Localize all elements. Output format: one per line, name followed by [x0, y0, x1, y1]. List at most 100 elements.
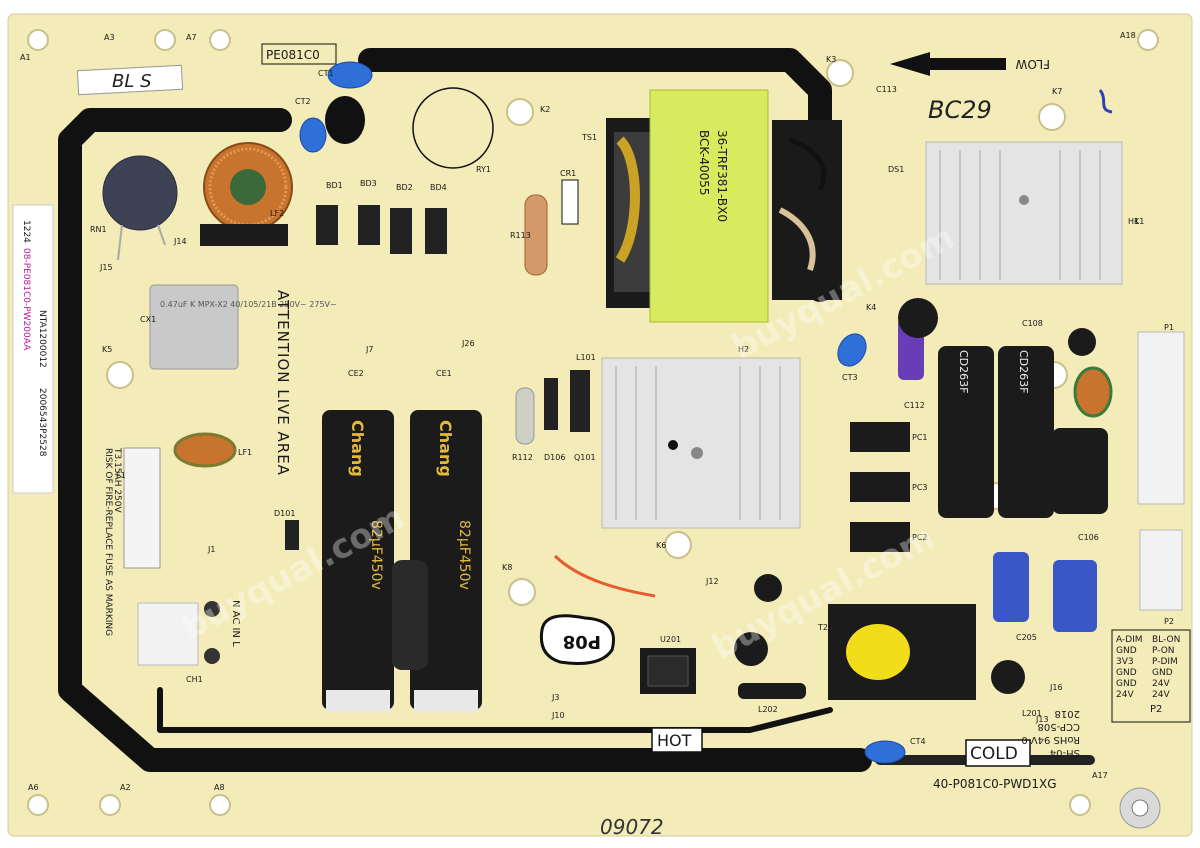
diode-d101 [285, 520, 299, 550]
ref-k2: K2 [540, 105, 550, 114]
bridge-diodes [316, 205, 447, 254]
ref-cx1: CX1 [140, 315, 156, 324]
handwritten-label-box [76, 64, 184, 96]
inductor-lf1 [173, 432, 237, 468]
ref-d101: D101 [274, 509, 295, 518]
red-marker-stroke [553, 554, 656, 598]
model-code-box [261, 43, 337, 65]
ref-p1: P1 [1164, 323, 1174, 332]
ref-h1: H1 [1128, 217, 1139, 226]
ref-a3: A3 [104, 33, 115, 42]
black-blob [325, 96, 365, 144]
ref-j15: J15 [99, 263, 113, 272]
pin-table-cell: GND [1116, 679, 1137, 689]
ref-ts1: TS1 [581, 133, 597, 142]
resistor-r113 [524, 194, 548, 276]
ref-c113: C113 [876, 85, 897, 94]
ref-lf2: LF2 [270, 209, 284, 218]
attention-warning: ATTENTION LIVE AREA [274, 290, 292, 476]
x-capacitor-label: 0.47uF K MPX-X2 40/105/21B 250V~ 275V~ [160, 300, 337, 309]
ref-k3: K3 [826, 55, 836, 64]
ref-a18: A18 [1120, 31, 1136, 40]
ref-ct2: CT2 [295, 97, 311, 106]
sticker-line-3: NTA1200012 [37, 310, 47, 368]
ref-k4: K4 [866, 303, 876, 312]
bulk-capacitor-ce2 [322, 410, 394, 712]
ref-h2: H2 [738, 345, 749, 354]
ref-j12: J12 [705, 577, 719, 586]
reference-designators: CT1 CT2 RN1 LF2 J14 J15 CX1 LF1 F1 J1 CH… [20, 31, 1174, 792]
ref-j3: J3 [551, 693, 559, 702]
heatsink-h2 [601, 357, 801, 529]
ref-bd1: BD1 [326, 181, 343, 190]
heatsink-h1 [925, 141, 1123, 285]
pin-table-cell: GND [1116, 668, 1137, 678]
pin-table-cell: 24V [1116, 690, 1134, 700]
pin-table-cell: BL-ON [1152, 635, 1180, 645]
sticker-line-1: 1224 [21, 220, 31, 243]
ref-ct3: CT3 [842, 373, 858, 382]
code-ccp: CCP-508 [1038, 721, 1080, 732]
flow-label: FLOW [1015, 57, 1050, 71]
ref-r113: R113 [510, 231, 531, 240]
ref-pc1: PC1 [912, 433, 928, 442]
ref-a2: A2 [120, 783, 131, 792]
ref-cr1: CR1 [560, 169, 576, 178]
ref-c108: C108 [1022, 319, 1043, 328]
ref-pc2: PC2 [912, 533, 928, 542]
ref-a1: A1 [20, 53, 31, 62]
cap-rating-ce1: 82µF450v [456, 520, 472, 590]
ref-j1: J1 [207, 545, 215, 554]
bottom-right-codes: SH-04 RoHS 94V-0 CCP-508 2018 [1021, 708, 1080, 758]
cap-label-right: CD263F [1017, 350, 1030, 393]
ref-ct1: CT1 [318, 69, 334, 78]
connector-p1[interactable] [1137, 331, 1185, 505]
pin-table-cell: 24V [1152, 679, 1170, 689]
output-inductor [1073, 366, 1113, 418]
code-rohs: RoHS 94V-0 [1021, 734, 1080, 745]
ref-ds1: DS1 [888, 165, 904, 174]
serial-sticker: 1224 08-PE081C0-PW200AA NTA1200012 20065… [12, 204, 54, 494]
ref-ry1: RY1 [476, 165, 491, 174]
ref-k6: K6 [656, 541, 666, 550]
handwritten-label-bottom: 09072 [600, 815, 664, 839]
ref-u201: U201 [660, 635, 681, 644]
connector-p2[interactable] [1139, 529, 1183, 611]
inductor-l101 [570, 370, 590, 432]
ref-j26: J26 [461, 339, 475, 348]
ref-l202: L202 [758, 705, 778, 714]
ac-pin-l [204, 648, 220, 664]
pin-table-cell: 3V3 [1116, 657, 1134, 667]
pin-table-cell: GND [1116, 646, 1137, 656]
flow-arrow-icon [890, 52, 1006, 76]
ref-l201: L201 [1022, 709, 1042, 718]
ac-pin-n [204, 601, 220, 617]
sticker-line-2: 08-PE081C0-PW200AA [21, 248, 31, 351]
ref-l101: L101 [576, 353, 596, 362]
ref-k8: K8 [502, 563, 512, 572]
x-capacitor [149, 284, 239, 370]
ref-bd2: BD2 [396, 183, 413, 192]
ref-k5: K5 [102, 345, 112, 354]
ref-j7: J7 [365, 345, 373, 354]
cap-c202 [754, 574, 782, 602]
ref-ce2: CE2 [348, 369, 364, 378]
ref-j14: J14 [173, 237, 187, 246]
pin-table-cell: P-ON [1152, 646, 1175, 656]
hot-label: HOT [657, 731, 692, 750]
rtv-glue [392, 560, 428, 670]
code-date: 2018 [1055, 708, 1080, 719]
ref-rn1: RN1 [90, 225, 107, 234]
cap-brand-ce1: Chang [436, 420, 455, 477]
ref-ce1: CE1 [436, 369, 452, 378]
ac-input-label: N AC IN L [230, 600, 241, 647]
ref-t2: T2 [817, 623, 828, 632]
pin-table-cell: 24V [1152, 690, 1170, 700]
ref-r112: R112 [512, 453, 533, 462]
ref-c112: C112 [904, 401, 925, 410]
handwritten-circle [539, 614, 615, 665]
cap-brand-ce2: Chang [348, 420, 367, 477]
